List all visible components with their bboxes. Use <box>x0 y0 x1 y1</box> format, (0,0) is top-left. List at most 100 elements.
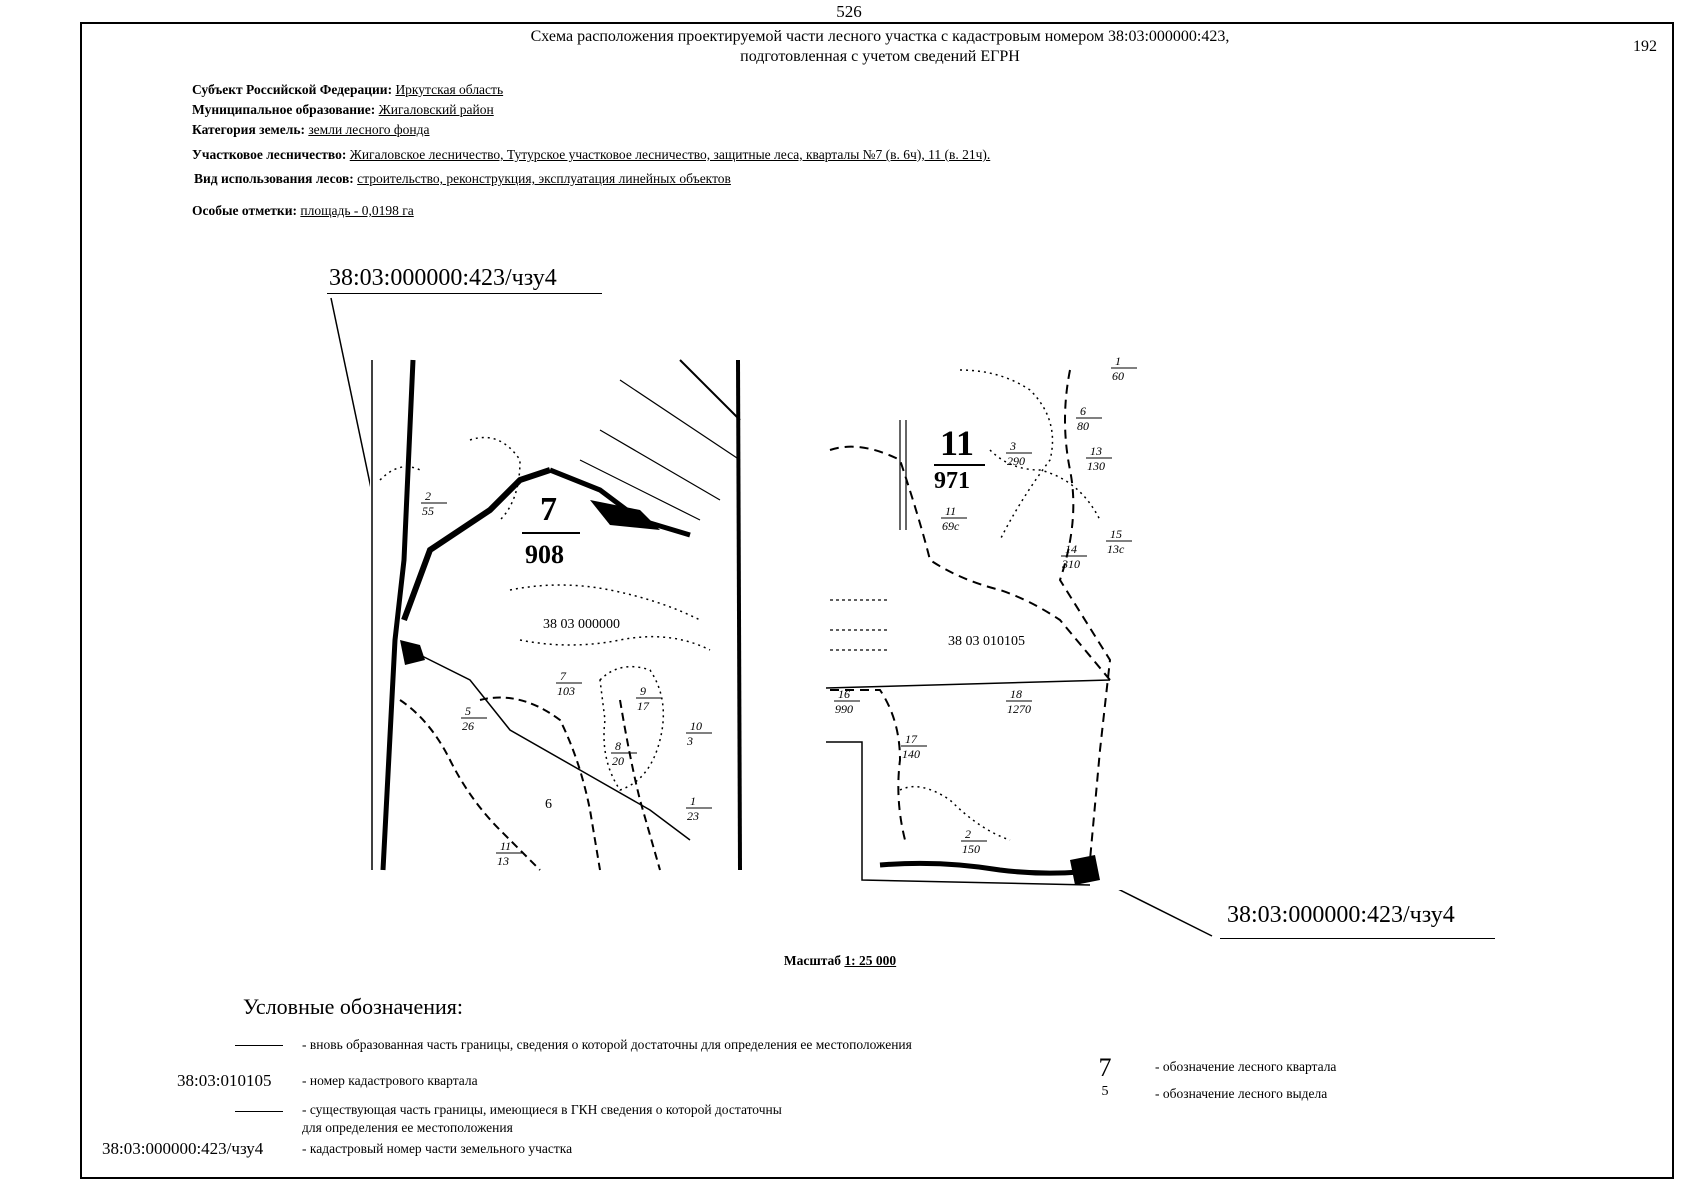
parcel-label-left-underline <box>327 293 602 294</box>
right-section-number: 6 <box>1080 404 1086 418</box>
meta-usage: Вид использования лесов: строительство, … <box>194 170 731 187</box>
meta-municipality: Муниципальное образование: Жигаловский р… <box>192 101 494 118</box>
right-section-area: 150 <box>962 842 980 856</box>
legend-parcel-code: 38:03:000000:423/чзу4 <box>102 1139 264 1158</box>
left-section-label: 123 <box>686 794 712 823</box>
right-section-area: 290 <box>1007 454 1025 468</box>
right-section-label: 680 <box>1076 404 1102 433</box>
legend-existing-boundary-line <box>235 1111 283 1112</box>
right-section-area: 310 <box>1061 557 1080 571</box>
legend-cadastral-quarter-code: 38:03:010105 <box>177 1071 272 1090</box>
legend-new-boundary-text: - вновь образованная часть границы, свед… <box>302 1037 912 1052</box>
left-section-number: 7 <box>560 669 567 683</box>
right-quarter-area: 971 <box>934 468 970 494</box>
right-section-number: 11 <box>945 504 956 518</box>
left-section-area: 13 <box>497 854 509 868</box>
left-section-area: 17 <box>637 699 650 713</box>
title-line-2: подготовленная с учетом сведений ЕГРН <box>740 48 1020 65</box>
title-line-1: Схема расположения проектируемой части л… <box>530 28 1230 45</box>
right-section-area: 13с <box>1107 542 1125 556</box>
left-section-label: 255 <box>421 489 447 518</box>
left-map-fragment: 7 908 38 03 000000 6 <box>370 358 742 875</box>
meta-municipality-value: Жигаловский район <box>378 102 494 117</box>
meta-special: Особые отметки: площадь - 0,0198 га <box>192 202 414 219</box>
left-section-number: 10 <box>690 719 702 733</box>
right-section-area: 80 <box>1077 419 1089 433</box>
legend-existing-boundary-text-2: для определения ее местоположения <box>302 1120 513 1135</box>
right-section-area: 60 <box>1112 369 1124 383</box>
legend-new-boundary-line <box>235 1045 283 1046</box>
right-section-number: 18 <box>1010 687 1022 701</box>
left-quarter-number: 7 <box>540 491 557 528</box>
right-section-area: 130 <box>1087 459 1105 473</box>
meta-municipality-label: Муниципальное образование: <box>192 102 376 117</box>
left-cadastral-quarter: 38 03 000000 <box>543 617 620 632</box>
right-section-area: 140 <box>902 747 920 761</box>
left-section-area: 55 <box>422 504 434 518</box>
right-section-area: 1270 <box>1007 702 1031 716</box>
left-section-label: 820 <box>611 739 637 768</box>
left-section-area: 103 <box>557 684 575 698</box>
meta-forestry-label: Участковое лесничество: <box>192 147 347 162</box>
right-section-area: 69с <box>942 519 960 533</box>
sheet-frame <box>80 22 1674 1179</box>
right-section-number: 3 <box>1009 439 1016 453</box>
meta-usage-value: строительство, реконструкция, эксплуатац… <box>357 171 731 186</box>
left-section-number: 11 <box>500 839 511 853</box>
right-section-number: 2 <box>965 827 971 841</box>
scale-value: 1: 25 000 <box>844 953 897 968</box>
left-section-label: 917 <box>636 684 662 713</box>
sheet-number: 192 <box>1633 38 1657 55</box>
meta-land-category: Категория земель: земли лесного фонда <box>192 121 430 138</box>
left-section-area: 20 <box>612 754 624 768</box>
legend-existing-boundary-text-1: - существующая часть границы, имеющиеся … <box>302 1102 782 1117</box>
meta-land-category-value: земли лесного фонда <box>308 122 430 137</box>
meta-subject-value: Иркутская область <box>395 82 504 97</box>
legend-forest-section-symbol: 5 <box>1101 1084 1109 1099</box>
meta-land-category-label: Категория земель: <box>192 122 305 137</box>
left-section-single: 6 <box>545 797 552 812</box>
meta-forestry: Участковое лесничество: Жигаловское лесн… <box>192 146 990 163</box>
right-section-number: 14 <box>1065 542 1077 556</box>
right-section-number: 16 <box>838 687 850 701</box>
left-section-number: 1 <box>690 794 696 808</box>
left-section-number: 2 <box>425 489 431 503</box>
right-section-number: 1 <box>1115 354 1121 368</box>
left-quarter-area: 908 <box>525 540 564 569</box>
parcel-label-left: 38:03:000000:423/чзу4 <box>329 265 557 291</box>
right-section-number: 15 <box>1110 527 1122 541</box>
legend-title: Условные обозначения: <box>243 994 464 1019</box>
right-section-number: 13 <box>1090 444 1102 458</box>
meta-usage-label: Вид использования лесов: <box>194 171 354 186</box>
meta-forestry-value: Жигаловское лесничество, Тутурское участ… <box>349 147 991 162</box>
meta-subject: Субъект Российской Федерации: Иркутская … <box>192 81 503 98</box>
left-section-area: 3 <box>686 734 693 748</box>
parcel-label-right-underline <box>1220 938 1495 939</box>
left-section-number: 5 <box>465 704 471 718</box>
right-section-label: 160 <box>1111 354 1137 383</box>
legend-forest-quarter-text: - обозначение лесного квартала <box>1155 1059 1337 1074</box>
left-section-area: 23 <box>687 809 699 823</box>
scale-label: Масштаб <box>783 953 842 968</box>
document-title: Схема расположения проектируемой части л… <box>380 27 1380 67</box>
left-section-number: 9 <box>640 684 646 698</box>
legend-forest-section-text: - обозначение лесного выдела <box>1155 1086 1328 1101</box>
meta-special-label: Особые отметки: <box>192 203 297 218</box>
parcel-label-right: 38:03:000000:423/чзу4 <box>1227 902 1455 928</box>
left-section-label: 103 <box>686 719 712 748</box>
left-section-area: 26 <box>462 719 474 733</box>
legend-forest-quarter-symbol: 7 <box>1098 1053 1112 1082</box>
right-quarter-number: 11 <box>940 423 974 463</box>
right-map-fragment: 11 971 38 03 010105 <box>825 350 1144 890</box>
left-section-label: 526 <box>461 704 487 733</box>
legend-cadastral-quarter-text: - номер кадастрового квартала <box>302 1073 478 1088</box>
